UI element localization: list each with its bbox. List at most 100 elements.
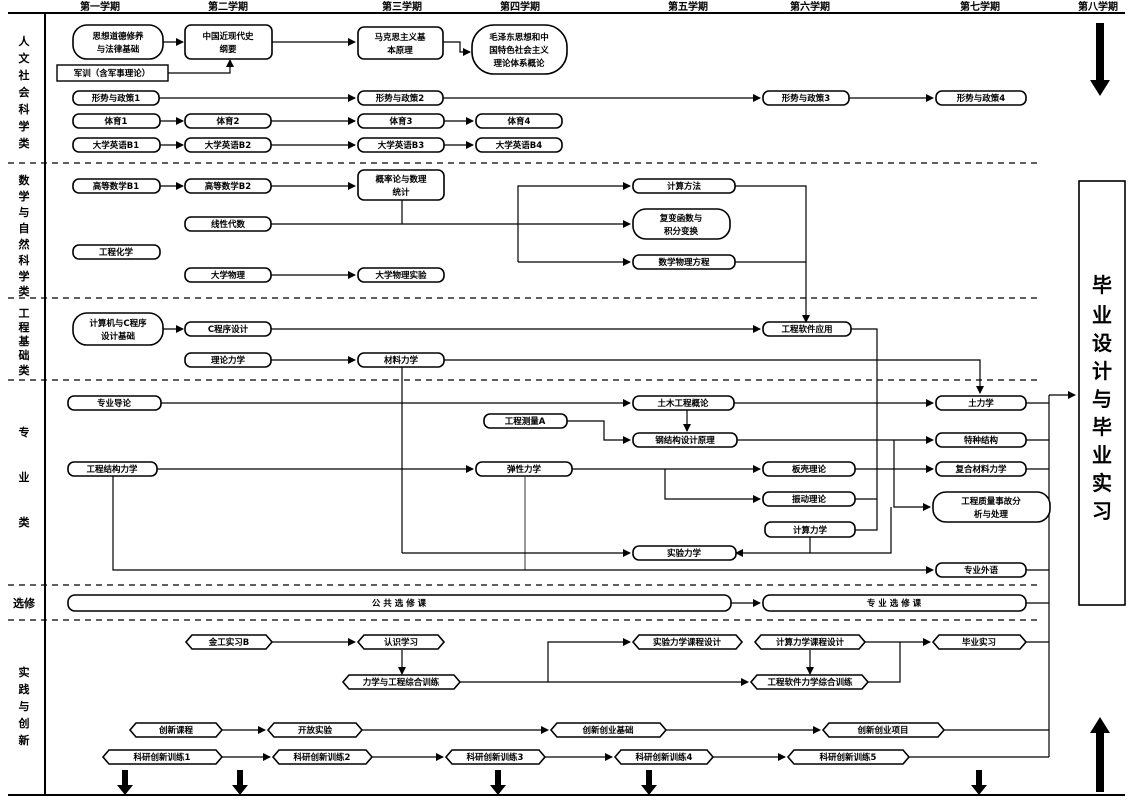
- semester-3-label: 第三学期: [382, 0, 422, 13]
- course-node[interactable]: 特种结构: [935, 432, 1027, 448]
- node-label: 土木工程概论: [657, 398, 709, 409]
- course-node[interactable]: 工程软件应用: [762, 321, 852, 337]
- node-label: 工程质量事故分: [961, 496, 1021, 507]
- node-label: 纲要: [219, 44, 237, 55]
- course-node[interactable]: C程序设计: [184, 321, 272, 337]
- course-node[interactable]: 思想道德修养 与法律基础: [72, 24, 164, 60]
- semester-2-label: 第二学期: [208, 0, 248, 13]
- course-node[interactable]: 科研创新训练1: [101, 749, 224, 765]
- node-label: 专: [19, 425, 30, 439]
- course-node[interactable]: 大学物理实验: [357, 267, 445, 283]
- course-node[interactable]: 线性代数: [184, 216, 272, 232]
- node-label: 线性代数: [211, 219, 246, 230]
- course-node[interactable]: 理论力学: [184, 352, 272, 368]
- course-node[interactable]: 形势与政策2: [357, 90, 444, 106]
- category-engineering: 工 程 基 础 类: [18, 307, 31, 377]
- course-node[interactable]: 计算机与C程序 设计基础: [72, 312, 164, 346]
- course-node[interactable]: 形势与政策1: [72, 90, 160, 106]
- node-label: 思想道德修养: [92, 31, 144, 42]
- course-node[interactable]: 创新课程: [128, 722, 224, 738]
- node-label: 学: [19, 269, 30, 283]
- course-node[interactable]: 大学英语B2: [184, 137, 272, 153]
- course-node[interactable]: 工程化学: [72, 244, 161, 260]
- course-node[interactable]: 概率论与数理 统计: [357, 169, 445, 201]
- course-node[interactable]: 工程结构力学: [67, 461, 158, 477]
- course-node[interactable]: 振动理论: [762, 491, 856, 507]
- course-node[interactable]: 开放实验: [266, 722, 364, 738]
- small-down-arrows: [117, 770, 987, 795]
- course-node[interactable]: 钢结构设计原理: [632, 432, 738, 448]
- node-label: 专业导论: [97, 398, 132, 409]
- course-node[interactable]: 形势与政策3: [762, 90, 850, 106]
- course-node[interactable]: 体育4: [475, 113, 563, 129]
- course-node[interactable]: 弹性力学: [475, 461, 573, 477]
- course-node[interactable]: 专业外语: [935, 562, 1027, 578]
- node-label: 基: [18, 334, 31, 348]
- node-label: 理论力学: [211, 355, 246, 366]
- course-node[interactable]: 土木工程概论: [632, 395, 735, 411]
- node-label: 实验力学: [667, 548, 702, 559]
- course-node[interactable]: 高等数学B2: [184, 178, 272, 194]
- node-label: 大学物理: [211, 270, 246, 281]
- course-node[interactable]: 毛泽东思想和中 国特色社会主义 理论体系概论: [471, 24, 568, 75]
- node-label: 弹性力学: [507, 464, 542, 475]
- node-label: 科: [19, 102, 30, 116]
- node-label: 类: [19, 136, 31, 150]
- semester-6-label: 第六学期: [790, 0, 830, 13]
- course-node[interactable]: 专 业 选 修 课: [762, 594, 1027, 612]
- course-node[interactable]: 土力学: [935, 395, 1027, 411]
- course-node[interactable]: 计算方法: [632, 178, 736, 194]
- node-label: 金工实习B: [208, 637, 249, 648]
- course-node[interactable]: 工程质量事故分 析与处理: [932, 491, 1051, 523]
- node-label: 专 业 选 修 课: [867, 598, 922, 609]
- course-node[interactable]: 科研创新训练5: [786, 749, 911, 765]
- course-node[interactable]: 高等数学B1: [72, 178, 161, 194]
- course-node[interactable]: 大学英语B4: [475, 137, 563, 153]
- node-label: 中国近现代史: [202, 31, 254, 42]
- big-up-arrow-icon: [1090, 717, 1110, 792]
- course-node[interactable]: 实验力学课程设计: [631, 634, 744, 650]
- course-node[interactable]: 金工实习B: [184, 634, 274, 650]
- course-node[interactable]: 创新创业项目: [821, 722, 946, 738]
- course-node[interactable]: 复合材料力学: [935, 461, 1027, 477]
- course-node[interactable]: 创新创业基础: [549, 722, 668, 738]
- course-node[interactable]: 军训（含军事理论）: [56, 64, 169, 82]
- course-node[interactable]: 数学物理方程: [632, 254, 736, 270]
- course-node[interactable]: 马克思主义基 本原理: [357, 26, 444, 60]
- node-label: C程序设计: [208, 324, 249, 335]
- course-node[interactable]: 中国近现代史 纲要: [184, 24, 273, 60]
- node-label: 形势与政策4: [957, 93, 1006, 104]
- course-node[interactable]: 板壳理论: [762, 461, 856, 477]
- course-node[interactable]: 复变函数与 积分变换: [632, 208, 731, 240]
- course-node[interactable]: 体育3: [357, 113, 445, 129]
- node-label: 公 共 选 修 课: [372, 598, 427, 609]
- course-node[interactable]: 大学英语B3: [357, 137, 445, 153]
- course-node[interactable]: 毕业实习: [931, 634, 1028, 650]
- node-label: 类: [19, 284, 31, 298]
- category-practice: 实 践 与 创 新: [18, 665, 30, 747]
- course-node[interactable]: 认识学习: [356, 634, 446, 650]
- course-node[interactable]: 材料力学: [357, 352, 445, 368]
- course-node[interactable]: 计算力学课程设计: [753, 634, 867, 650]
- course-node[interactable]: 力学与工程综合训练: [341, 674, 462, 690]
- course-node[interactable]: 工程软件力学综合训练: [749, 674, 870, 690]
- course-node[interactable]: 科研创新训练2: [271, 749, 374, 765]
- node-label: 础: [19, 348, 30, 362]
- course-node[interactable]: 公 共 选 修 课: [67, 594, 732, 612]
- course-node[interactable]: 大学物理: [184, 267, 272, 283]
- node-label: 高等数学B2: [205, 181, 251, 192]
- course-node[interactable]: 体育2: [184, 113, 272, 129]
- node-label: 析与处理: [974, 509, 1009, 520]
- node-label: 工程化学: [99, 247, 134, 258]
- course-node[interactable]: 计算力学: [764, 521, 856, 538]
- course-node[interactable]: 实验力学: [632, 545, 737, 561]
- course-node[interactable]: 专业导论: [67, 395, 162, 411]
- course-node[interactable]: 科研创新训练4: [613, 749, 715, 765]
- course-node[interactable]: 科研创新训练3: [444, 749, 547, 765]
- course-node[interactable]: 大学英语B1: [72, 137, 161, 153]
- node-label: 体育3: [390, 116, 413, 127]
- course-node[interactable]: 体育1: [72, 113, 161, 129]
- course-node[interactable]: 工程测量A: [483, 413, 568, 429]
- course-node[interactable]: 形势与政策4: [935, 90, 1027, 106]
